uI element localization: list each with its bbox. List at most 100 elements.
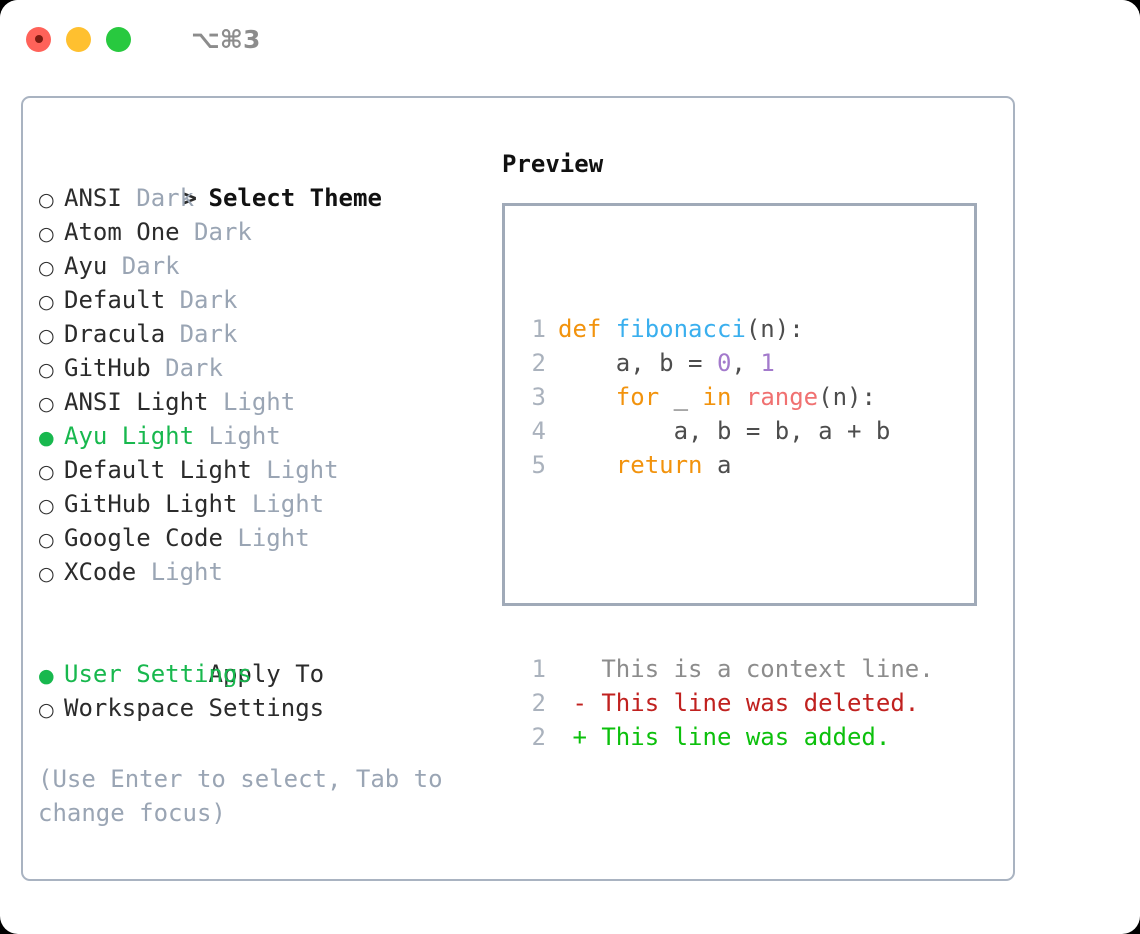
theme-variant-badge: Dark — [165, 320, 238, 348]
theme-option-ansi[interactable]: ○ANSI Dark — [38, 181, 488, 215]
line-number: 2 — [531, 689, 546, 717]
theme-option-label: Ayu — [64, 252, 108, 280]
line-number: 3 — [531, 383, 546, 411]
code-token: _ — [659, 383, 703, 411]
code-token: for — [615, 383, 660, 411]
theme-option-xcode[interactable]: ○XCode Light — [38, 555, 488, 589]
radio-unselected-icon: ○ — [38, 291, 55, 313]
keyboard-shortcut-label: ⌥⌘3 — [191, 24, 261, 54]
select-theme-header: >Select Theme — [38, 147, 488, 212]
theme-list: ○ANSI Dark○Atom One Dark○Ayu Dark○Defaul… — [38, 181, 488, 589]
diff-block: 1 This is a context line.2 - This line w… — [520, 652, 934, 754]
radio-unselected-icon: ○ — [38, 359, 55, 381]
radio-selected-icon: ● — [38, 427, 55, 449]
theme-option-label: GitHub Light — [64, 490, 238, 518]
main-panel: >Select Theme ○ANSI Dark○Atom One Dark○A… — [21, 96, 1015, 881]
theme-variant-badge: Dark — [107, 252, 180, 280]
code-token — [731, 383, 745, 411]
code-token — [558, 383, 616, 411]
theme-option-default[interactable]: ○ Default Dark — [38, 283, 488, 317]
diff-line: 2 - This line was deleted. — [520, 686, 934, 720]
code-token: def — [558, 315, 616, 343]
minimize-window-button[interactable] — [66, 26, 91, 52]
line-number: 1 — [531, 315, 546, 343]
theme-option-label: Default — [64, 286, 166, 314]
keyboard-hint: (Use Enter to select, Tab to change focu… — [38, 765, 458, 827]
radio-unselected-icon: ○ — [38, 461, 55, 483]
theme-option-label: Google Code — [64, 524, 223, 552]
line-number: 1 — [531, 655, 546, 683]
theme-variant-badge: Light — [251, 456, 339, 484]
code-token: return — [615, 451, 703, 479]
theme-variant-badge: Light — [194, 422, 281, 450]
theme-option-label: ANSI Light — [64, 388, 209, 416]
theme-variant-badge: Dark — [179, 218, 252, 246]
code-token: (n): — [818, 383, 876, 411]
theme-option-github[interactable]: ○ GitHub Dark — [38, 351, 488, 385]
apply-to-option-user-settings[interactable]: ● User Settings — [38, 657, 488, 691]
apply-to-option-label: User Settings — [64, 660, 252, 688]
line-number: 2 — [531, 723, 546, 751]
apply-to-title: Apply To — [208, 660, 325, 688]
theme-variant-badge: Light — [208, 388, 296, 416]
code-line: 2 a, b = 0, 1 — [520, 346, 934, 380]
radio-unselected-icon: ○ — [38, 495, 55, 517]
code-token: in — [702, 383, 732, 411]
diff-line: 1 This is a context line. — [520, 652, 934, 686]
code-token: 1 — [760, 349, 775, 377]
theme-option-dracula[interactable]: ○ Dracula Dark — [38, 317, 488, 351]
close-window-button[interactable] — [26, 26, 51, 52]
radio-selected-icon: ● — [38, 665, 55, 687]
radio-unselected-icon: ○ — [38, 325, 55, 347]
theme-variant-badge: Light — [237, 490, 325, 518]
line-number: 2 — [531, 349, 546, 377]
radio-unselected-icon: ○ — [38, 563, 55, 585]
apply-to-option-label: Workspace Settings — [64, 694, 325, 722]
code-token: + This line was added. — [558, 723, 891, 751]
code-token: a — [702, 451, 732, 479]
code-token: (n): — [745, 315, 804, 343]
line-number: 5 — [531, 451, 546, 479]
theme-option-ayu-light[interactable]: ●Ayu Light Light — [38, 419, 488, 453]
apply-to-list: ● User Settings ○Workspace Settings — [38, 657, 488, 725]
theme-option-default-light[interactable]: ○ Default Light Light — [38, 453, 488, 487]
code-line: 4 a, b = b, a + b — [520, 414, 934, 448]
window-controls — [26, 26, 131, 52]
theme-variant-badge: Dark — [121, 184, 195, 212]
theme-option-label: GitHub — [64, 354, 151, 382]
code-diff-separator — [520, 550, 934, 584]
theme-option-atom-one[interactable]: ○Atom One Dark — [38, 215, 488, 249]
diff-line: 2 + This line was added. — [520, 720, 934, 754]
theme-option-label: Dracula — [64, 320, 166, 348]
code-token: - This line was deleted. — [558, 689, 920, 717]
theme-variant-badge: Dark — [165, 286, 238, 314]
theme-variant-badge: Light — [222, 524, 310, 552]
apply-to-option-workspace-settings[interactable]: ○Workspace Settings — [38, 691, 488, 725]
theme-variant-badge: Dark — [150, 354, 223, 382]
theme-option-github-light[interactable]: ○ GitHub Light Light — [38, 487, 488, 521]
theme-option-ayu[interactable]: ○Ayu Dark — [38, 249, 488, 283]
select-theme-title: Select Theme — [208, 184, 382, 212]
theme-variant-badge: Light — [136, 558, 223, 586]
code-token: This is a context line. — [558, 655, 934, 683]
theme-option-label: Default Light — [64, 456, 252, 484]
code-token — [558, 451, 616, 479]
titlebar: ⌥⌘3 — [0, 0, 1140, 78]
maximize-window-button[interactable] — [106, 26, 131, 52]
theme-option-google-code[interactable]: ○Google Code Light — [38, 521, 488, 555]
radio-unselected-icon: ○ — [38, 223, 55, 245]
code-token: a, b = — [558, 349, 717, 377]
line-number: 4 — [531, 417, 546, 445]
preview-title: Preview — [502, 150, 604, 178]
section-spacer — [38, 589, 488, 623]
radio-unselected-icon: ○ — [38, 189, 55, 211]
theme-option-ansi-light[interactable]: ○ANSI Light Light — [38, 385, 488, 419]
code-token: a, b = b, a + b — [558, 417, 891, 445]
theme-selector-column: >Select Theme ○ANSI Dark○Atom One Dark○A… — [38, 147, 488, 725]
code-line: 5 return a — [520, 448, 934, 482]
